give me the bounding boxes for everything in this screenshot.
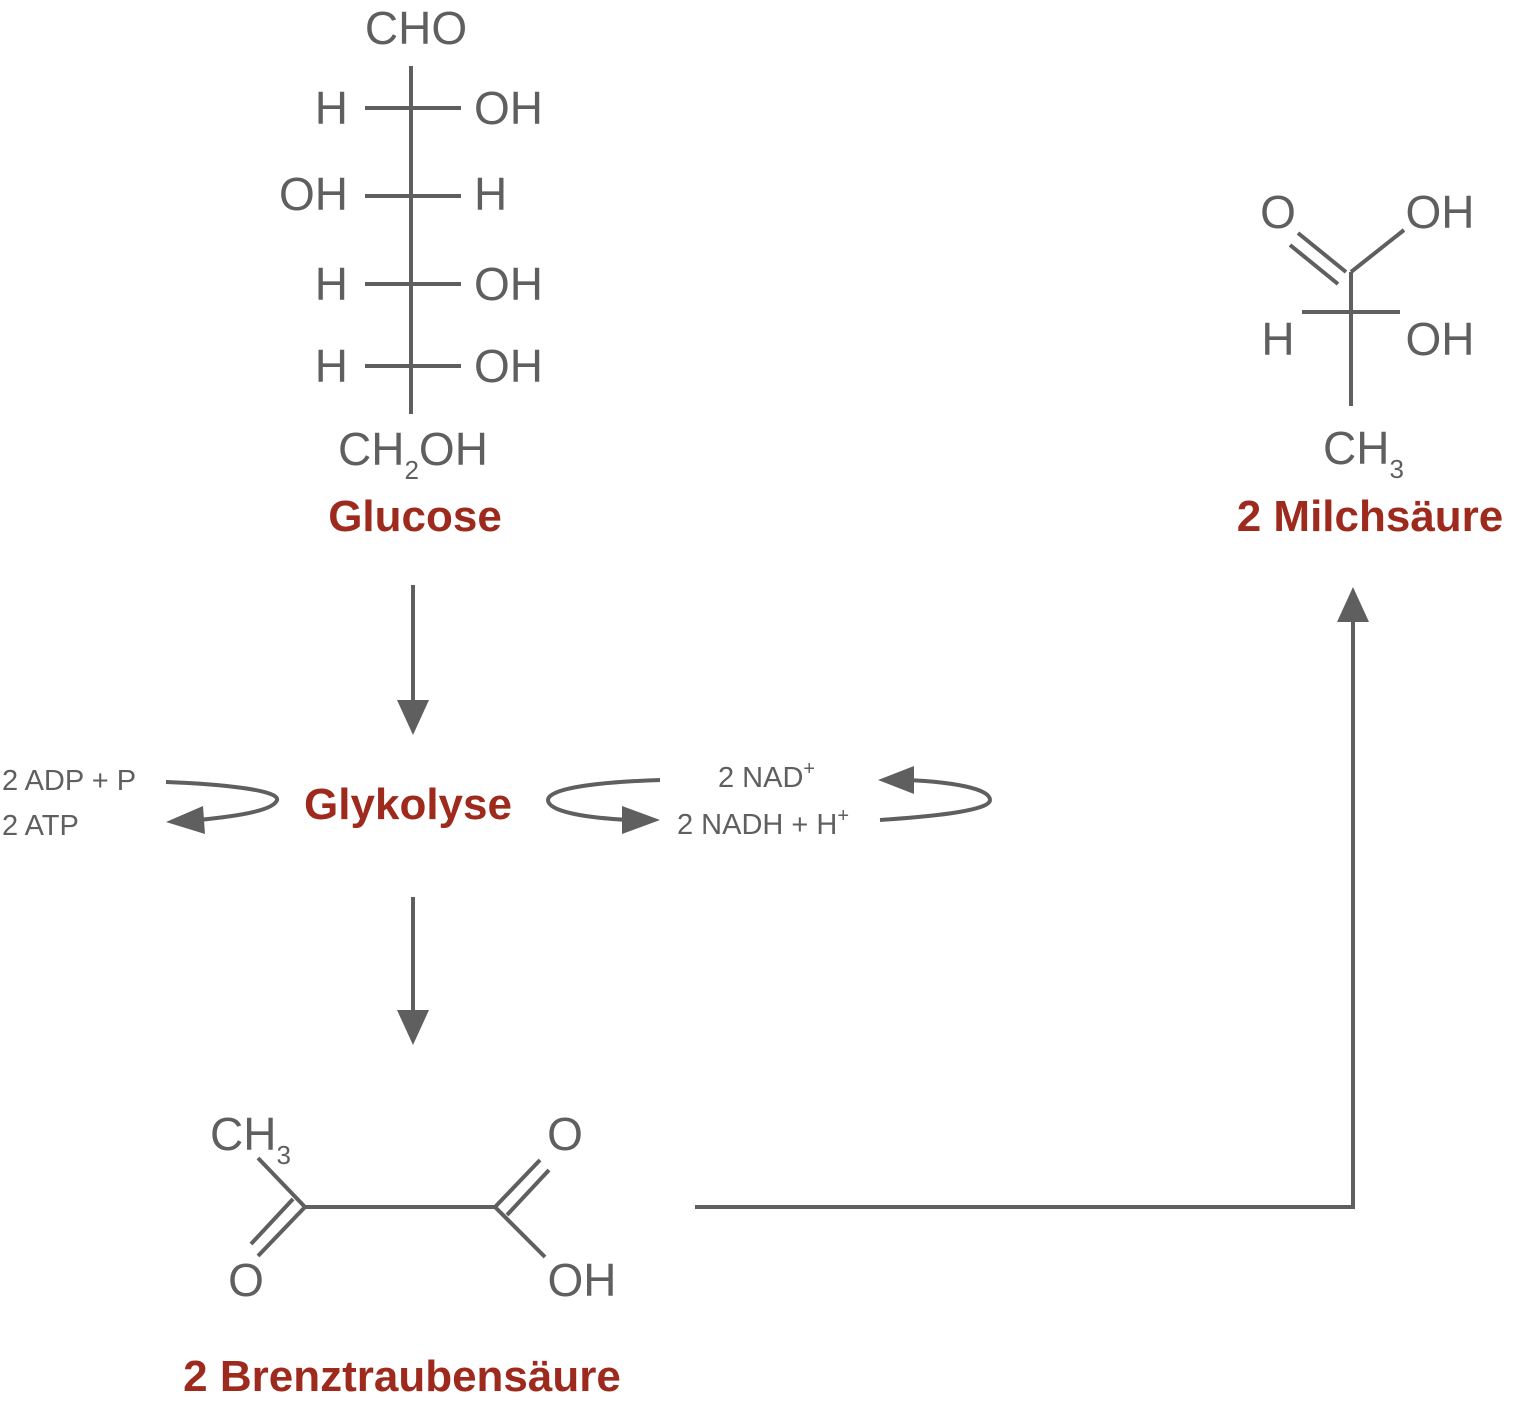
pyruvate-oh-label: OH — [548, 1254, 617, 1306]
arrow-glucose-to-glycolysis — [397, 585, 429, 735]
arrow-pyruvate-to-lactate — [695, 587, 1369, 1209]
glucose-row2-right: H — [474, 168, 507, 220]
glucose-structure: CHO H OH OH H H OH H OH CH2OH — [279, 2, 543, 485]
lactate-h-label: H — [1261, 313, 1294, 365]
glucose-cho-label: CHO — [365, 2, 467, 54]
pyruvate-keto-bond-a — [256, 1205, 307, 1258]
glucose-ch2oh-label: CH2OH — [338, 423, 488, 485]
arrow-glycolysis-to-pyruvate — [397, 897, 429, 1045]
pyruvate-keto-bond-b — [249, 1197, 295, 1246]
pyruvate-carboxyl-bond-a — [493, 1158, 542, 1209]
glucose-row3-right: OH — [474, 258, 543, 310]
pyruvate-carboxyl-bond-b — [505, 1168, 551, 1217]
lactate-ch3-label: CH3 — [1323, 422, 1404, 484]
pyruvate-title: 2 Brenztraubensäure — [183, 1352, 621, 1401]
nadh-nad-loop-arrow — [545, 766, 993, 834]
lactate-carbonyl-bond-b — [1288, 243, 1340, 286]
glucose-row1-left: H — [315, 82, 348, 134]
lactate-structure: O OH H OH CH3 — [1260, 186, 1474, 484]
lactate-oh-top: OH — [1406, 186, 1475, 238]
adp-label: 2 ADP + P — [2, 765, 136, 797]
nad-label: 2 NAD+ — [718, 758, 815, 794]
pyruvate-o-right: O — [547, 1108, 583, 1160]
lactate-oh-mid: OH — [1406, 313, 1475, 365]
glucose-row4-left: H — [315, 340, 348, 392]
glucose-row1-right: OH — [474, 82, 543, 134]
atp-label: 2 ATP — [2, 810, 79, 842]
glucose-row4-right: OH — [474, 340, 543, 392]
pyruvate-o-left: O — [228, 1254, 264, 1306]
glucose-row3-left: H — [315, 258, 348, 310]
lactate-o-label: O — [1260, 186, 1296, 238]
adp-atp-loop-arrow — [165, 780, 279, 834]
glucose-title: Glucose — [328, 492, 502, 541]
glucose-row2-left: OH — [279, 168, 348, 220]
pyruvate-ch3-label: CH3 — [210, 1108, 291, 1170]
pyruvate-structure: CH3 O O OH — [210, 1108, 617, 1306]
lactate-carbonyl-bond-a — [1296, 231, 1348, 274]
pyruvate-bond-ch3 — [256, 1156, 307, 1209]
pyruvate-oh-bond — [493, 1205, 547, 1259]
nadh-label: 2 NADH + H+ — [677, 805, 849, 841]
glycolysis-title: Glykolyse — [304, 780, 512, 829]
lactate-oh-bond — [1349, 228, 1406, 274]
lactate-title: 2 Milchsäure — [1237, 492, 1504, 541]
